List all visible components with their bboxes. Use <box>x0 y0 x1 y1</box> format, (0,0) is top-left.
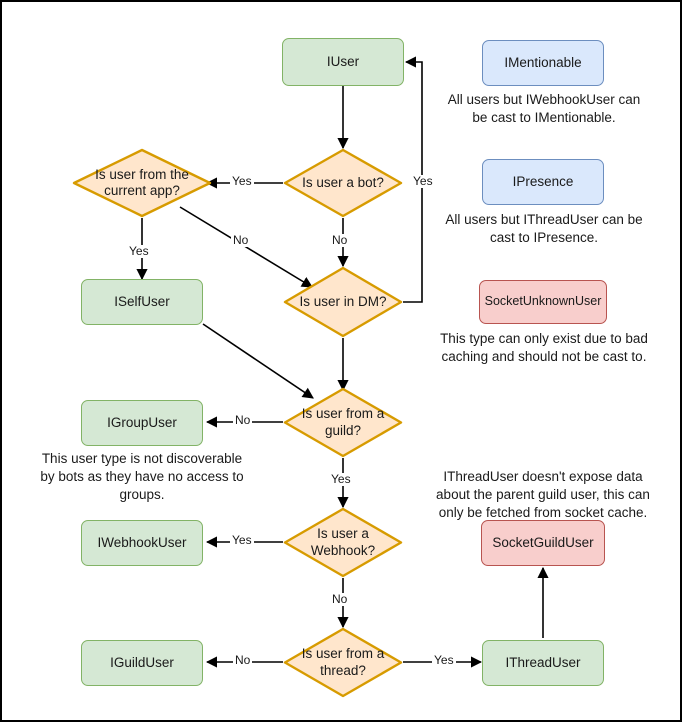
node-is-user-in-dm-label: Is user in DM? <box>299 293 387 309</box>
node-is-user-a-webhook-label: Is user a Webhook? <box>310 526 376 558</box>
note-imentionable: All users but IWebhookUser can be cast t… <box>447 92 641 125</box>
diamond-shape <box>283 148 403 218</box>
node-is-user-from-guild-label: Is user from a guild? <box>301 406 385 438</box>
node-is-user-a-webhook[interactable]: Is user a Webhook? <box>283 507 403 578</box>
node-ipresence-label: IPresence <box>512 173 574 189</box>
node-socketunknownuser-label: SocketUnknownUser <box>484 294 602 309</box>
node-ithreaduser[interactable]: IThreadUser <box>482 640 604 686</box>
node-socketguilduser-label: SocketGuildUser <box>492 534 594 550</box>
edge-label-isguild-no: No <box>233 413 253 428</box>
node-iselfuser-label: ISelfUser <box>114 293 170 309</box>
node-is-user-from-guild[interactable]: Is user from a guild? <box>283 387 403 458</box>
node-iguilduser-label: IGuildUser <box>110 654 174 670</box>
node-is-user-from-thread[interactable]: Is user from a thread? <box>283 627 403 698</box>
diamond-shape <box>283 627 403 698</box>
node-ithreaduser-label: IThreadUser <box>505 654 581 670</box>
note-socketunknownuser: This type can only exist due to bad cach… <box>440 331 648 364</box>
node-igroupuser-label: IGroupUser <box>107 414 177 430</box>
node-is-user-from-current-app-label: Is user from the current app? <box>95 166 189 198</box>
diamond-shape <box>283 266 403 338</box>
edge-label-isthread-no: No <box>233 653 253 668</box>
node-imentionable[interactable]: IMentionable <box>482 40 604 86</box>
edge-label-iswebhook-yes: Yes <box>230 533 254 548</box>
edge-label-currentapp-yes: Yes <box>127 244 151 259</box>
diamond-shape <box>283 387 403 458</box>
diamond-shape <box>283 507 403 578</box>
node-iwebhookuser[interactable]: IWebhookUser <box>81 520 203 566</box>
note-ipresence: All users but IThreadUser can be cast to… <box>445 212 643 245</box>
edge-label-currentapp-no: No <box>231 233 251 248</box>
edge-label-isdm-yes: Yes <box>411 174 435 189</box>
node-imentionable-label: IMentionable <box>504 54 582 70</box>
node-is-user-a-bot[interactable]: Is user a bot? <box>283 148 403 218</box>
node-iwebhookuser-label: IWebhookUser <box>97 534 187 550</box>
note-igroupuser: This user type is not discoverable by bo… <box>40 451 244 502</box>
node-is-user-from-thread-label: Is user from a thread? <box>301 646 385 678</box>
diamond-shape <box>72 148 212 218</box>
node-socketguilduser[interactable]: SocketGuildUser <box>481 520 605 566</box>
node-is-user-in-dm[interactable]: Is user in DM? <box>283 266 403 338</box>
note-ithreaduser: IThreadUser doesn't expose data about th… <box>436 469 650 520</box>
node-iselfuser[interactable]: ISelfUser <box>81 279 203 325</box>
node-iguilduser[interactable]: IGuildUser <box>81 640 203 686</box>
edge-label-isbot-no: No <box>330 233 350 248</box>
edge-label-isthread-yes: Yes <box>432 653 456 668</box>
node-is-user-a-bot-label: Is user a bot? <box>302 174 384 190</box>
edge-label-isguild-yes: Yes <box>329 472 353 487</box>
node-igroupuser[interactable]: IGroupUser <box>81 400 203 446</box>
node-ipresence[interactable]: IPresence <box>482 159 604 205</box>
node-iuser-label: IUser <box>326 53 360 69</box>
edge-label-iswebhook-no: No <box>330 592 350 607</box>
node-is-user-from-current-app[interactable]: Is user from the current app? <box>72 148 212 218</box>
node-iuser[interactable]: IUser <box>282 38 404 86</box>
node-socketunknownuser[interactable]: SocketUnknownUser <box>479 280 607 324</box>
edge-label-isbot-yes: Yes <box>230 174 254 189</box>
